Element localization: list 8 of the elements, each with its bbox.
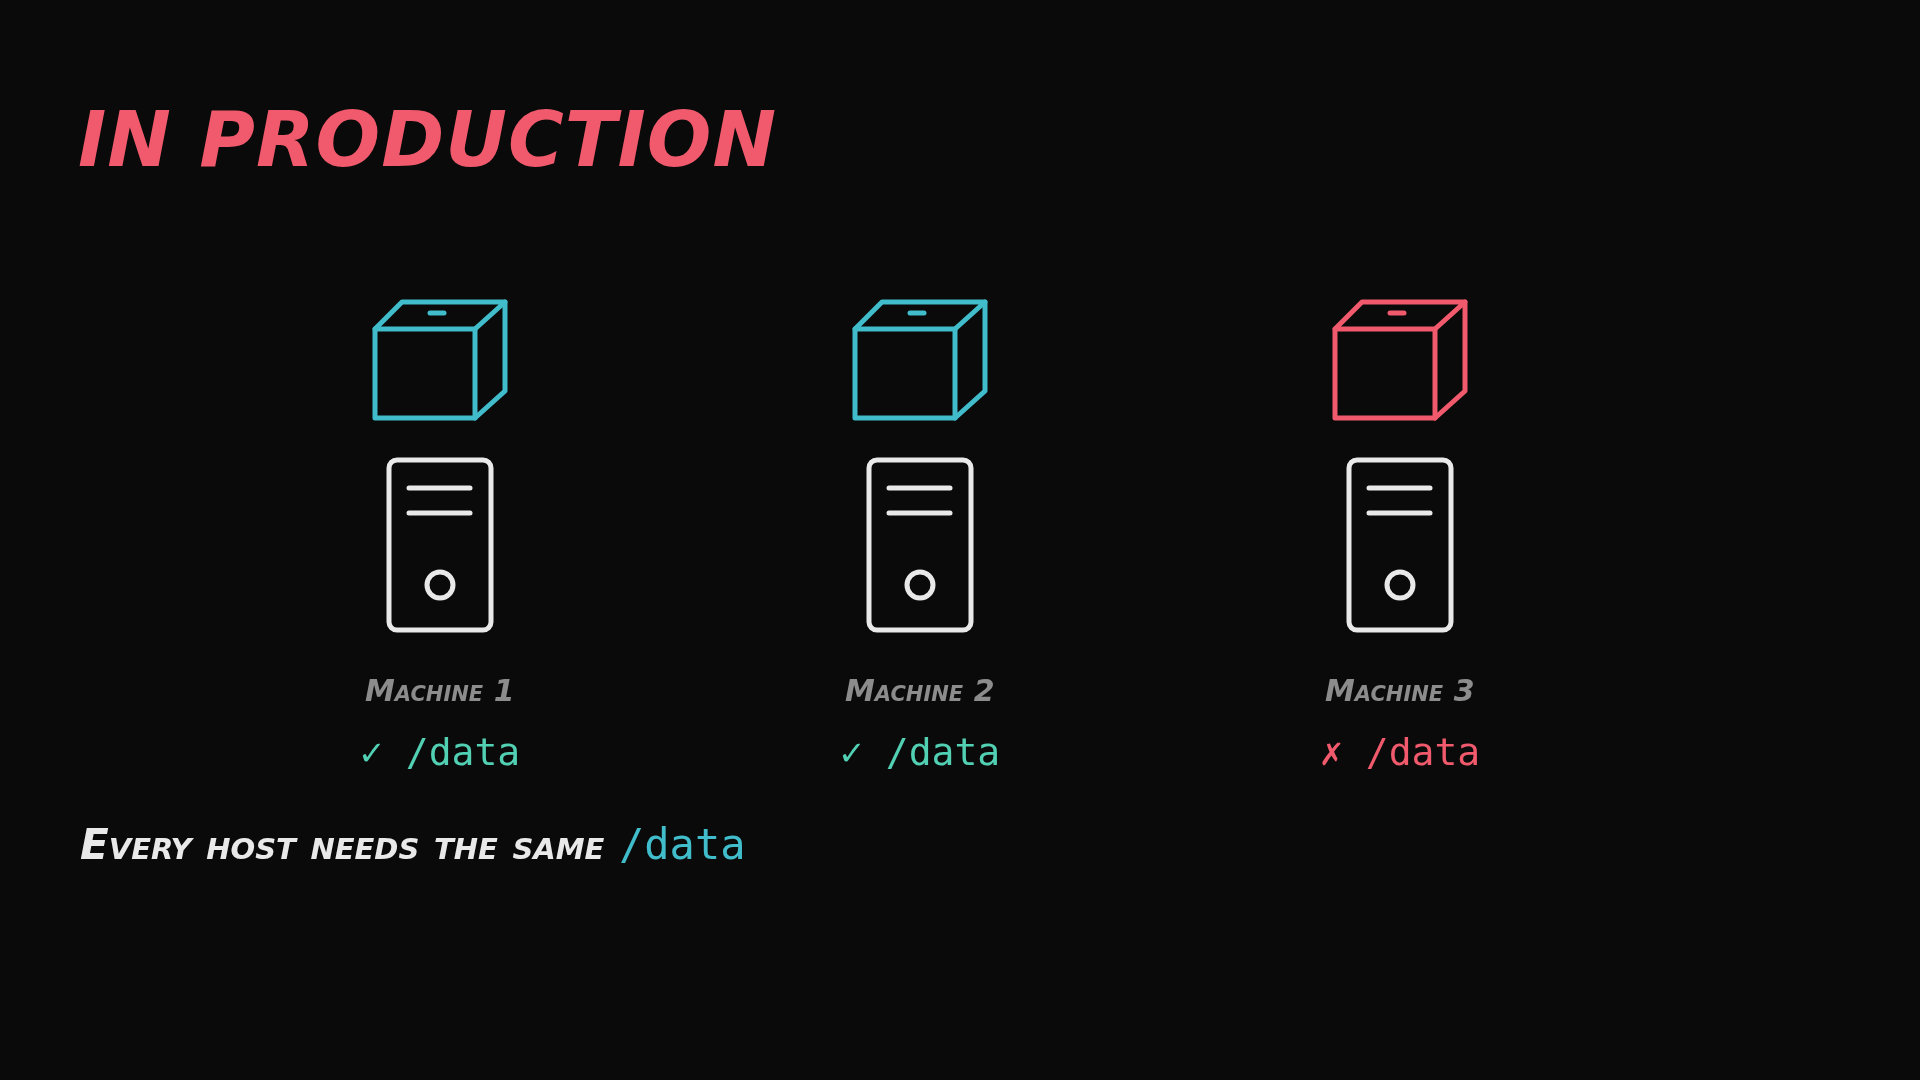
mount-status: ✗ /data [1320,729,1481,775]
title: IN PRODUCTION [78,94,778,186]
machine-label: Machine 2 [845,673,995,709]
machine-label: Machine 1 [365,673,515,709]
machine-label: Machine 3 [1325,673,1475,709]
mount-status: ✓ /data [840,729,1001,775]
mount-status: ✓ /data [360,729,521,775]
caption: Every host needs the same /data [80,819,746,871]
